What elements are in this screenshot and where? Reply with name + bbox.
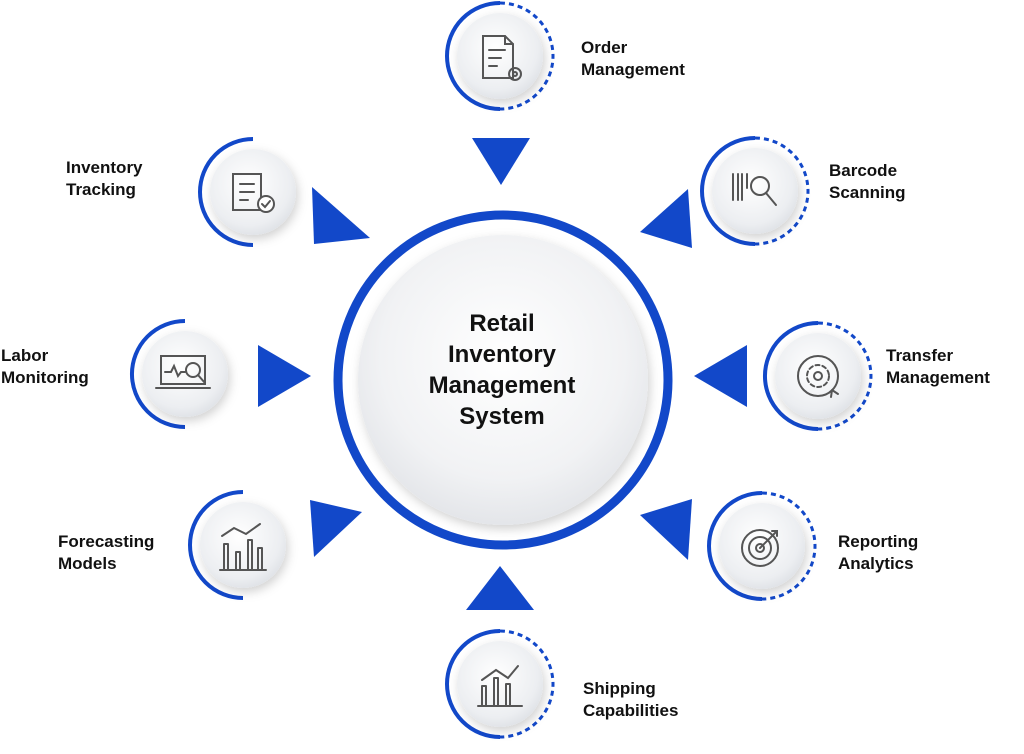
- center-hub: [333, 210, 673, 550]
- center-hub-disc: [358, 235, 648, 525]
- node-ring-solid: [707, 491, 763, 601]
- node-reporting-analytics: [707, 491, 817, 601]
- node-forecasting-models: [188, 490, 286, 600]
- center-title-line: Management: [428, 372, 576, 399]
- node-labor-monitoring: [130, 319, 228, 429]
- label-line: Forecasting: [58, 532, 155, 551]
- label-order-management: Order Management: [581, 37, 685, 81]
- label-labor-monitoring: Labor Monitoring: [1, 345, 89, 389]
- node-disc: [775, 333, 861, 419]
- arrow-order-management: [472, 138, 530, 185]
- node-ring-dashed: [761, 491, 817, 601]
- center-title: Retail Inventory Management System: [372, 308, 632, 432]
- node-ring-solid: [445, 629, 501, 739]
- node-ring-solid: [700, 136, 756, 246]
- label-line: Inventory: [66, 158, 143, 177]
- arrow-barcode-scanning: [640, 189, 692, 248]
- checklist-icon: [232, 173, 275, 213]
- arrow-forecasting-models: [310, 500, 362, 557]
- label-line: Transfer: [886, 346, 954, 365]
- node-disc: [457, 641, 543, 727]
- node-transfer-management: [763, 321, 873, 431]
- node-ring-dashed: [817, 321, 873, 431]
- arrow-shipping-capabilities: [466, 566, 534, 610]
- node-ring-dashed: [754, 136, 810, 246]
- label-line: Analytics: [838, 554, 914, 573]
- label-line: Labor: [1, 346, 49, 365]
- node-barcode-scanning: [700, 136, 810, 246]
- barcode-magnifier-icon: [732, 173, 777, 206]
- center-title-line: Retail: [469, 310, 535, 337]
- node-ring-dashed: [499, 629, 555, 739]
- center-hub-ring: [333, 210, 673, 550]
- label-line: Management: [886, 368, 990, 387]
- label-line: Barcode: [829, 161, 898, 180]
- center-title-line: Inventory: [447, 341, 557, 368]
- node-disc: [142, 331, 228, 417]
- monitor-magnifier-icon: [155, 355, 211, 389]
- label-line: Monitoring: [1, 368, 89, 387]
- label-reporting-analytics: Reporting Analytics: [838, 531, 918, 575]
- label-line: Tracking: [66, 180, 136, 199]
- node-order-management: [445, 1, 555, 111]
- bar-chart-trend-icon: [219, 523, 267, 571]
- arrow-inventory-tracking: [312, 187, 370, 244]
- label-transfer-management: Transfer Management: [886, 345, 990, 389]
- center-title-line: System: [459, 403, 545, 430]
- label-shipping-capabilities: Shipping Capabilities: [583, 678, 678, 722]
- label-inventory-tracking: Inventory Tracking: [66, 157, 143, 201]
- label-line: Reporting: [838, 532, 919, 551]
- target-icon: [741, 529, 779, 567]
- label-line: Shipping: [583, 679, 656, 698]
- node-ring-dashed: [198, 137, 254, 247]
- bar-chart-trend-icon: [477, 665, 523, 707]
- label-line: Order: [581, 38, 628, 57]
- node-ring-solid: [763, 321, 819, 431]
- arrow-reporting-analytics: [640, 499, 692, 560]
- arrow-transfer-management: [694, 345, 747, 407]
- label-line: Models: [58, 554, 117, 573]
- node-shipping-capabilities: [445, 629, 555, 739]
- arrows: [258, 138, 747, 610]
- node-disc: [200, 502, 286, 588]
- node-disc: [712, 148, 798, 234]
- node-ring-solid: [445, 1, 501, 111]
- node-inventory-tracking: [198, 137, 296, 247]
- gear-cycle-icon: [797, 355, 839, 398]
- label-line: Management: [581, 60, 685, 79]
- node-disc: [457, 13, 543, 99]
- label-forecasting-models: Forecasting Models: [58, 531, 154, 575]
- label-barcode-scanning: Barcode Scanning: [829, 160, 906, 204]
- node-ring-dashed: [499, 1, 555, 111]
- label-line: Scanning: [829, 183, 906, 202]
- label-line: Capabilities: [583, 701, 679, 720]
- arrow-labor-monitoring: [258, 345, 311, 407]
- node-ring-dashed: [130, 319, 186, 429]
- document-gear-icon: [482, 35, 522, 81]
- node-ring-dashed: [188, 490, 244, 600]
